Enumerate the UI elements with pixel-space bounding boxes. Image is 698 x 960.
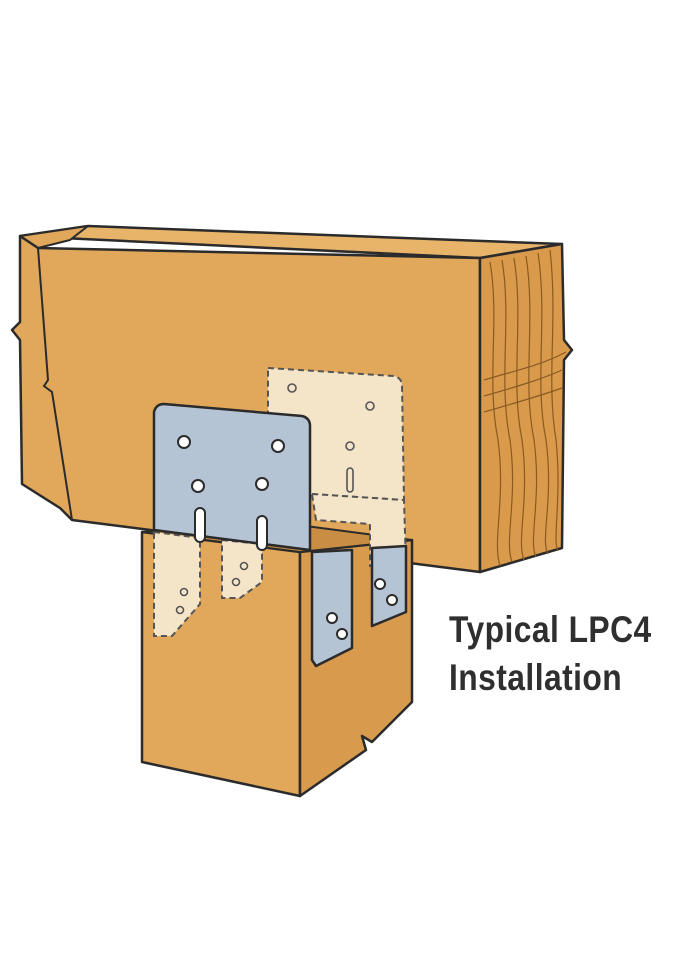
beam-end-face	[478, 242, 574, 574]
lpc4-connector	[152, 402, 408, 668]
beam-end-grain	[483, 249, 567, 567]
connector-side-flange-right	[370, 544, 408, 628]
caption: Typical LPC4 Installation	[449, 606, 652, 702]
hidden-connector-left-flange	[153, 530, 201, 637]
connector-front-plate	[152, 402, 312, 552]
hidden-connector-holes	[175, 383, 375, 615]
caption-line-1: Typical LPC4	[449, 609, 652, 650]
connector-side-flange-left	[310, 548, 354, 668]
beam-front-split-line	[37, 247, 73, 521]
connector-nail-holes	[177, 435, 398, 640]
caption-line-2: Installation	[449, 657, 623, 698]
